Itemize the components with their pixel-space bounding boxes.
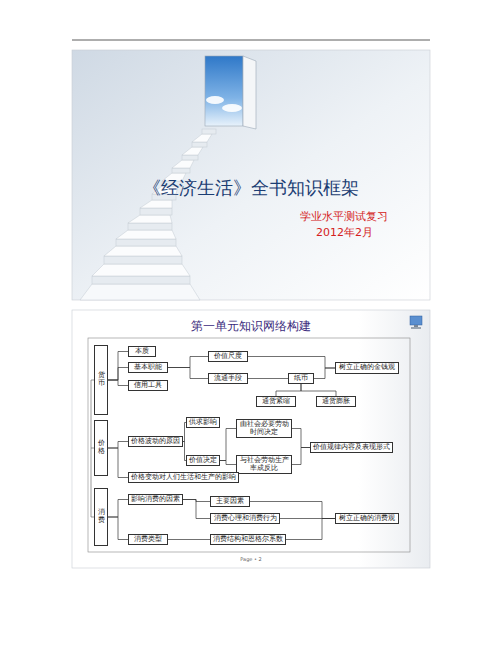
connector-line — [286, 519, 335, 540]
concept-box: 通货膨胀 — [316, 396, 356, 407]
node-text: 价格变动对人们生活和生产的影响 — [131, 474, 236, 482]
category-box: 货币 — [94, 345, 108, 415]
slide-title: 《经济生活》全书知识框架 — [72, 176, 430, 200]
concept-box: 树立正确的消费观 — [335, 513, 399, 524]
node-text: 供求影响 — [189, 419, 217, 427]
concept-box: 由社会必要劳动时间决定 — [236, 419, 292, 438]
category-box: 价格 — [94, 420, 108, 476]
concept-box: 价格变动对人们生活和生产的影响 — [128, 472, 239, 483]
concept-box: 基本职能 — [128, 362, 168, 373]
node-text: 树立正确的消费观 — [339, 515, 395, 523]
diagram-frame — [88, 338, 410, 552]
concept-box: 消费结构和恩格尔系数 — [210, 534, 286, 545]
subtitle: 学业水平测试复习 — [300, 209, 388, 224]
connector-line — [168, 368, 208, 379]
connector-line — [108, 500, 128, 518]
node-text: 通货紧缩 — [262, 398, 290, 406]
node-text: 通货膨胀 — [322, 398, 350, 406]
concept-box: 供求影响 — [186, 417, 220, 428]
connector-line — [108, 380, 128, 386]
node-text: 价格波动的原因 — [131, 438, 180, 446]
node-text: 影响消费的因素 — [131, 496, 180, 504]
outer-bracket — [91, 380, 92, 517]
slide-two — [72, 310, 430, 568]
node-text: 价格 — [98, 440, 105, 455]
connector-line — [301, 384, 336, 396]
connector-line — [183, 500, 210, 519]
page-number: Page • 2 — [72, 556, 430, 562]
connector-line — [276, 384, 301, 396]
node-text: 消费心理和消费行为 — [214, 515, 277, 523]
cloud — [222, 104, 242, 112]
connector-line — [248, 378, 288, 379]
node-text: 消费类型 — [134, 536, 162, 544]
connector-line — [314, 368, 335, 379]
connector-line — [108, 448, 128, 478]
connector-line — [292, 448, 310, 465]
header-rule — [72, 40, 430, 41]
category-box: 消费 — [94, 488, 108, 546]
slide-one — [72, 50, 430, 300]
subtitle: 2012年2月 — [316, 225, 373, 240]
node-text: 与社会劳动生产率成反比 — [237, 457, 291, 473]
concept-box: 流通手段 — [208, 373, 248, 384]
node-text: 信用工具 — [134, 382, 162, 390]
computer-icon — [410, 316, 422, 329]
concept-box: 价值规律内容及表现形式 — [310, 442, 393, 453]
concept-box: 消费类型 — [128, 534, 168, 545]
node-text: 价值规律内容及表现形式 — [313, 444, 390, 452]
node-text: 消费结构和恩格尔系数 — [213, 536, 283, 544]
connector-line — [108, 368, 128, 381]
concept-box: 价值决定 — [186, 455, 220, 466]
concept-box: 与社会劳动生产率成反比 — [236, 455, 292, 474]
door-sky — [205, 56, 243, 126]
concept-box: 通货紧缩 — [256, 396, 296, 407]
node-text: 由社会必要劳动时间决定 — [237, 421, 291, 437]
concept-box: 价格波动的原因 — [128, 436, 183, 447]
concept-box: 主要因素 — [210, 496, 250, 507]
concept-box: 纸币 — [288, 373, 314, 384]
door-leaf — [243, 56, 256, 129]
connector-line — [108, 352, 128, 381]
node-text: 纸币 — [294, 375, 308, 383]
cloud — [206, 96, 224, 104]
connector-line — [248, 357, 335, 369]
concept-box: 价值尺度 — [208, 351, 248, 362]
node-text: 本质 — [135, 348, 149, 356]
staircase — [80, 129, 216, 300]
concept-box: 影响消费的因素 — [128, 494, 183, 505]
node-text: 消费 — [98, 509, 105, 524]
concept-box: 本质 — [128, 346, 156, 357]
concept-box: 信用工具 — [128, 380, 168, 391]
connector-line — [168, 357, 208, 368]
node-text: 基本职能 — [134, 364, 162, 372]
node-text: 价值决定 — [189, 457, 217, 465]
node-text: 主要因素 — [216, 498, 244, 506]
connector-line — [108, 442, 128, 449]
concept-box: 树立正确的金钱观 — [335, 362, 399, 374]
connector-line — [292, 429, 310, 448]
node-text: 流通手段 — [214, 375, 242, 383]
slide-heading: 第一单元知识网络构建 — [72, 318, 430, 335]
node-text: 价值尺度 — [214, 353, 242, 361]
connector-line — [108, 517, 128, 540]
concept-box: 消费心理和消费行为 — [210, 513, 280, 524]
node-text: 货币 — [98, 372, 105, 387]
connector-line — [168, 539, 210, 540]
connector-line — [220, 461, 236, 465]
connector-line — [220, 429, 236, 461]
node-text: 树立正确的金钱观 — [339, 364, 395, 372]
